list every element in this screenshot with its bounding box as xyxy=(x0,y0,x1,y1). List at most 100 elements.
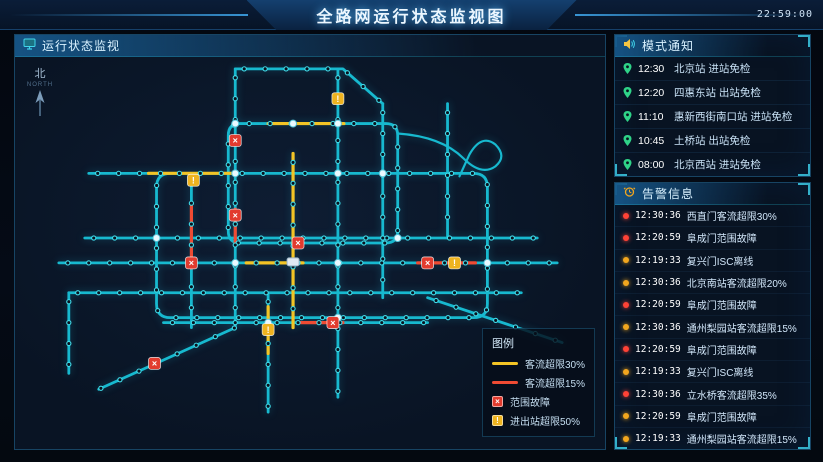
station-dot xyxy=(221,290,227,296)
map-fault-icon[interactable]: × xyxy=(421,256,434,270)
station-dot xyxy=(424,314,430,321)
station-dot xyxy=(380,214,386,220)
station-dot xyxy=(466,314,472,321)
station-dot xyxy=(153,245,160,251)
station-dot xyxy=(232,221,238,227)
station-dot xyxy=(267,120,273,127)
metro-line xyxy=(396,132,503,178)
metro-map[interactable]: !×!××××!×!× 北 NORTH 图例 客流超限30%客流超限15%×范围… xyxy=(15,35,605,449)
interchange-station xyxy=(393,234,402,242)
svg-text:×: × xyxy=(330,318,335,328)
station-dot xyxy=(420,319,427,326)
station-dot xyxy=(344,170,350,176)
station-dot xyxy=(232,284,238,290)
map-panel-title: 运行状态监视 xyxy=(42,39,121,53)
map-fault-icon[interactable]: × xyxy=(228,134,242,147)
station-dot xyxy=(335,284,341,290)
station-dot xyxy=(380,256,386,262)
station-dot xyxy=(546,260,552,266)
alarm-level-dot xyxy=(623,324,629,331)
station-dot xyxy=(441,260,448,266)
station-dot xyxy=(232,200,238,206)
station-dot xyxy=(380,235,386,241)
location-pin-icon xyxy=(623,159,632,170)
alarm-time: 12:30:36 xyxy=(635,388,681,400)
station-dot xyxy=(321,235,327,241)
station-dot xyxy=(136,368,142,374)
station-dot xyxy=(66,361,72,368)
alarm-time: 12:20:59 xyxy=(635,343,681,355)
map-fault-icon[interactable]: × xyxy=(185,256,198,270)
map-warn-icon[interactable]: ! xyxy=(448,256,461,270)
station-dot xyxy=(493,317,499,324)
station-dot xyxy=(335,388,341,394)
station-dot xyxy=(335,75,341,81)
alarm-level-dot xyxy=(623,257,629,264)
station-dot xyxy=(326,290,332,296)
map-warn-icon[interactable]: ! xyxy=(187,173,200,187)
station-dot xyxy=(340,314,347,321)
station-dot xyxy=(368,290,374,296)
map-fault-icon[interactable]: × xyxy=(228,208,242,222)
metro-line xyxy=(155,171,489,320)
station-dot xyxy=(304,66,310,72)
legend-label: 范围故障 xyxy=(509,398,550,409)
station-dot xyxy=(188,200,195,206)
station-dot xyxy=(155,308,161,314)
interchange-station xyxy=(378,169,387,178)
interchange-station xyxy=(289,119,298,128)
interchange-station xyxy=(333,119,342,128)
station-dot xyxy=(157,170,164,176)
map-fault-icon[interactable]: × xyxy=(148,357,161,370)
svg-text:!: ! xyxy=(267,325,270,335)
station-dot xyxy=(179,290,186,296)
map-fault-icon[interactable]: × xyxy=(291,236,305,250)
station-dot xyxy=(66,340,72,347)
map-warn-icon[interactable]: ! xyxy=(261,323,275,336)
svg-text:!: ! xyxy=(192,175,195,185)
station-dot xyxy=(65,260,71,266)
station-dot xyxy=(216,235,222,241)
station-dot xyxy=(395,165,401,171)
interchange-station xyxy=(483,258,492,267)
map-fault-icon[interactable]: × xyxy=(326,316,340,329)
station-dot xyxy=(112,235,118,241)
station-dot xyxy=(351,120,357,127)
station-dot xyxy=(188,305,195,311)
notice-time: 10:45 xyxy=(638,134,665,147)
station-dot xyxy=(169,319,176,326)
station-dot xyxy=(265,361,271,368)
station-dot xyxy=(263,290,269,296)
metro-map-svg[interactable]: ! ×! × × × ×! ×! × xyxy=(15,35,605,449)
svg-text:×: × xyxy=(189,258,194,268)
station-dot xyxy=(504,260,510,266)
map-warn-icon[interactable]: ! xyxy=(331,92,345,106)
station-dot xyxy=(376,97,382,103)
location-pin-icon xyxy=(623,87,632,98)
station-dot xyxy=(283,66,289,72)
station-dot xyxy=(379,319,385,326)
station-dot xyxy=(380,151,386,158)
station-dot xyxy=(382,314,388,321)
station-dot xyxy=(509,235,515,241)
station-dot xyxy=(365,170,371,176)
alarm-text: 阜成门范围故障 xyxy=(686,234,757,246)
station-dot xyxy=(473,311,479,317)
